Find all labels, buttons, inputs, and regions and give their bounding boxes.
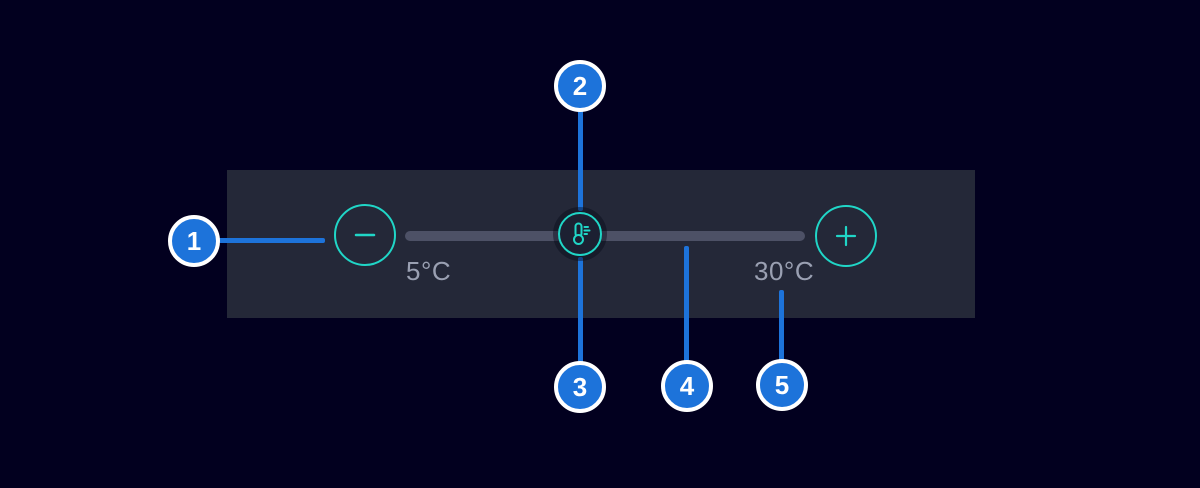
callout-line-5	[779, 290, 784, 361]
callout-number: 5	[774, 369, 790, 400]
callout-line-4	[684, 246, 689, 363]
plus-icon	[835, 225, 857, 247]
callout-badge-1: 1	[168, 215, 220, 267]
callout-badge-3: 3	[554, 361, 606, 413]
callout-line-3	[578, 257, 583, 364]
callout-line-1	[218, 238, 325, 243]
callout-line-2	[578, 109, 583, 211]
max-temp-label: 30°C	[754, 256, 815, 286]
thermometer-icon	[567, 221, 593, 247]
min-temp-label: 5°C	[406, 256, 452, 286]
callout-number: 3	[572, 371, 588, 402]
callout-number: 2	[572, 70, 588, 101]
callout-number: 1	[186, 225, 202, 256]
callout-badge-2: 2	[554, 60, 606, 112]
minus-icon	[354, 224, 376, 246]
decrease-temp-button[interactable]	[334, 204, 396, 266]
callout-number: 4	[679, 370, 695, 401]
slider-handle[interactable]	[558, 212, 602, 256]
callout-badge-5: 5	[756, 359, 808, 411]
slider-track[interactable]	[405, 231, 805, 241]
callout-badge-4: 4	[661, 360, 713, 412]
increase-temp-button[interactable]	[815, 205, 877, 267]
temperature-control-panel: 5°C 30°C	[227, 170, 975, 318]
